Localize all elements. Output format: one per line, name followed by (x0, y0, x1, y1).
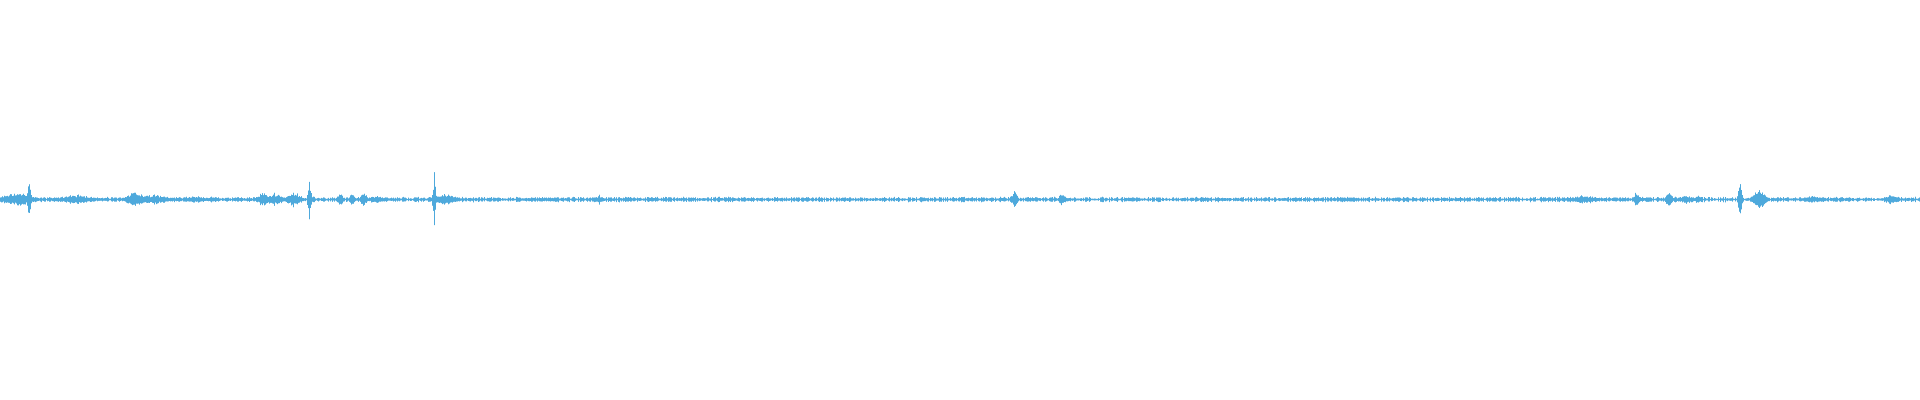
waveform-path (0, 172, 1920, 226)
waveform-peaks (0, 172, 1920, 226)
